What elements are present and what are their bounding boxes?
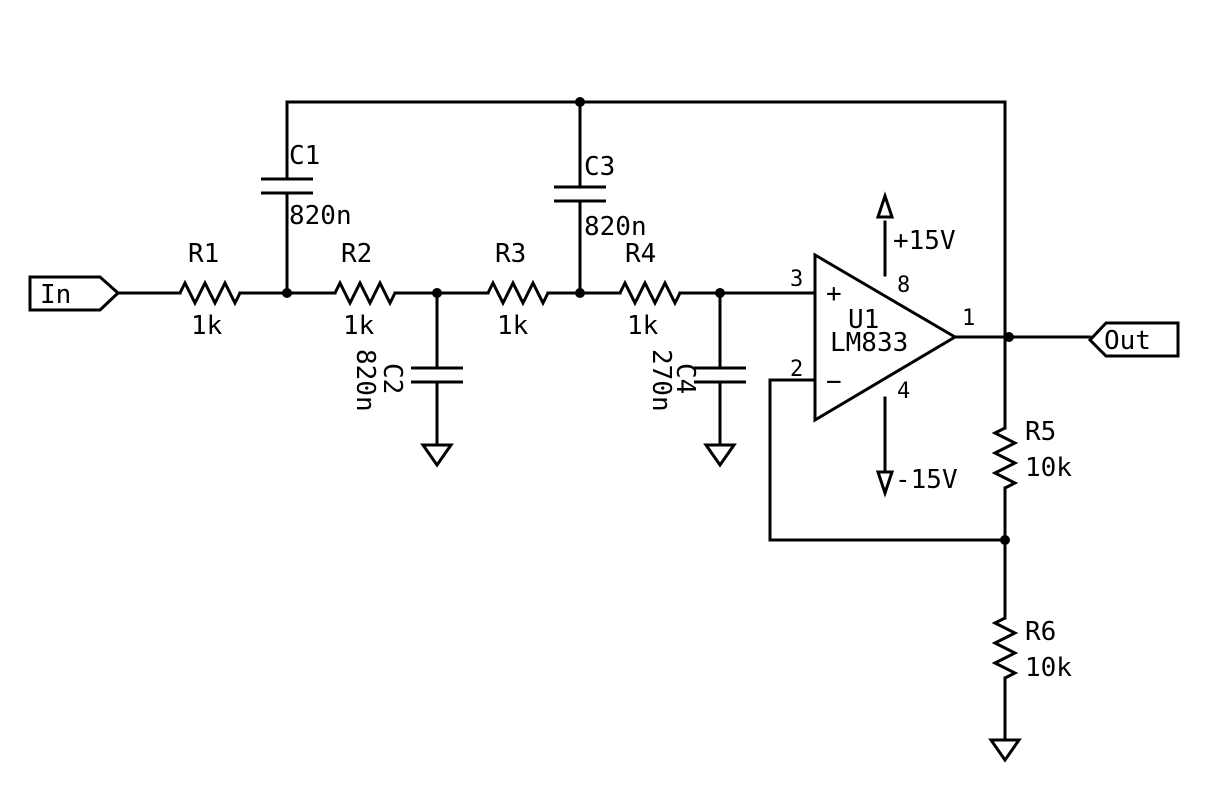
ground-icon bbox=[988, 738, 1022, 763]
r5-value: 10k bbox=[1025, 453, 1072, 483]
ground-symbols bbox=[420, 443, 1022, 763]
supply-negative: -15V bbox=[875, 465, 958, 498]
resistor-symbol bbox=[178, 279, 242, 307]
r3-ref: R3 bbox=[495, 239, 526, 269]
r2-value: 1k bbox=[343, 311, 375, 341]
input-port: In bbox=[28, 275, 121, 312]
resistor-symbol bbox=[333, 279, 397, 307]
r6-ref: R6 bbox=[1025, 617, 1056, 647]
resistor-symbol bbox=[991, 426, 1019, 490]
r5-ref: R5 bbox=[1025, 417, 1056, 447]
r4-value: 1k bbox=[627, 311, 659, 341]
resistor-symbol bbox=[618, 279, 682, 307]
pin-4-label: 4 bbox=[897, 379, 910, 404]
u1-ref: U1 bbox=[848, 305, 879, 335]
resistor-r3: R3 1k bbox=[486, 239, 550, 341]
supply-positive: +15V bbox=[875, 191, 956, 256]
supply-arrow-up-icon bbox=[875, 191, 895, 219]
ground-icon bbox=[420, 443, 454, 468]
u1-value: LM833 bbox=[830, 328, 908, 358]
pin-1-label: 1 bbox=[962, 306, 975, 331]
r2-ref: R2 bbox=[341, 239, 372, 269]
pin-2-label: 2 bbox=[790, 357, 803, 382]
junction-dot bbox=[575, 288, 585, 298]
junction-dot bbox=[715, 288, 725, 298]
supply-arrow-down-icon bbox=[875, 470, 895, 498]
wire-feedback bbox=[768, 378, 1007, 542]
pin-8-label: 8 bbox=[897, 273, 910, 298]
input-port-label: In bbox=[40, 280, 71, 310]
c3-ref: C3 bbox=[584, 152, 615, 182]
c4-ref: C4 bbox=[670, 363, 700, 394]
c2-value: 820n bbox=[350, 349, 380, 412]
negative-supply-label: -15V bbox=[895, 465, 958, 495]
c1-value: 820n bbox=[289, 201, 352, 231]
resistor-symbol bbox=[991, 616, 1019, 680]
input-port-flag bbox=[28, 275, 121, 312]
ground-icon bbox=[703, 443, 737, 468]
resistor-r5: R5 10k bbox=[991, 417, 1072, 490]
junctions bbox=[282, 97, 1014, 545]
resistor-r2: R2 1k bbox=[333, 239, 397, 341]
opamp-plus-sign: + bbox=[826, 279, 842, 309]
capacitor-c4: C4 270n bbox=[646, 349, 746, 412]
r1-value: 1k bbox=[191, 311, 223, 341]
r3-value: 1k bbox=[497, 311, 529, 341]
positive-supply-label: +15V bbox=[893, 226, 956, 256]
c1-ref: C1 bbox=[289, 141, 320, 171]
c3-value: 820n bbox=[584, 212, 647, 242]
resistor-symbol bbox=[486, 279, 550, 307]
capacitor-c3: C3 820n bbox=[554, 152, 647, 242]
r6-value: 10k bbox=[1025, 653, 1072, 683]
output-port-flag bbox=[1087, 321, 1180, 358]
resistor-r6: R6 10k bbox=[991, 616, 1072, 683]
opamp-minus-sign: − bbox=[826, 367, 842, 397]
c2-ref: C2 bbox=[377, 363, 407, 394]
junction-dot bbox=[575, 97, 585, 107]
output-port: Out bbox=[1087, 321, 1180, 358]
opamp-triangle bbox=[813, 252, 958, 423]
junction-dot bbox=[282, 288, 292, 298]
junction-dot bbox=[1000, 535, 1010, 545]
output-port-label: Out bbox=[1104, 326, 1151, 356]
capacitor-c2: C2 820n bbox=[350, 349, 463, 412]
capacitor-c1: C1 820n bbox=[261, 141, 352, 231]
c4-value: 270n bbox=[646, 349, 676, 412]
opamp-u1: + − U1 LM833 3 2 1 8 4 bbox=[790, 252, 975, 423]
resistor-r1: R1 1k bbox=[178, 239, 242, 341]
pin-3-label: 3 bbox=[790, 267, 803, 292]
junction-dot bbox=[432, 288, 442, 298]
junction-dot bbox=[1004, 332, 1014, 342]
resistor-r4: R4 1k bbox=[618, 239, 682, 341]
wires bbox=[116, 100, 1092, 742]
r4-ref: R4 bbox=[625, 239, 656, 269]
r1-ref: R1 bbox=[188, 239, 219, 269]
